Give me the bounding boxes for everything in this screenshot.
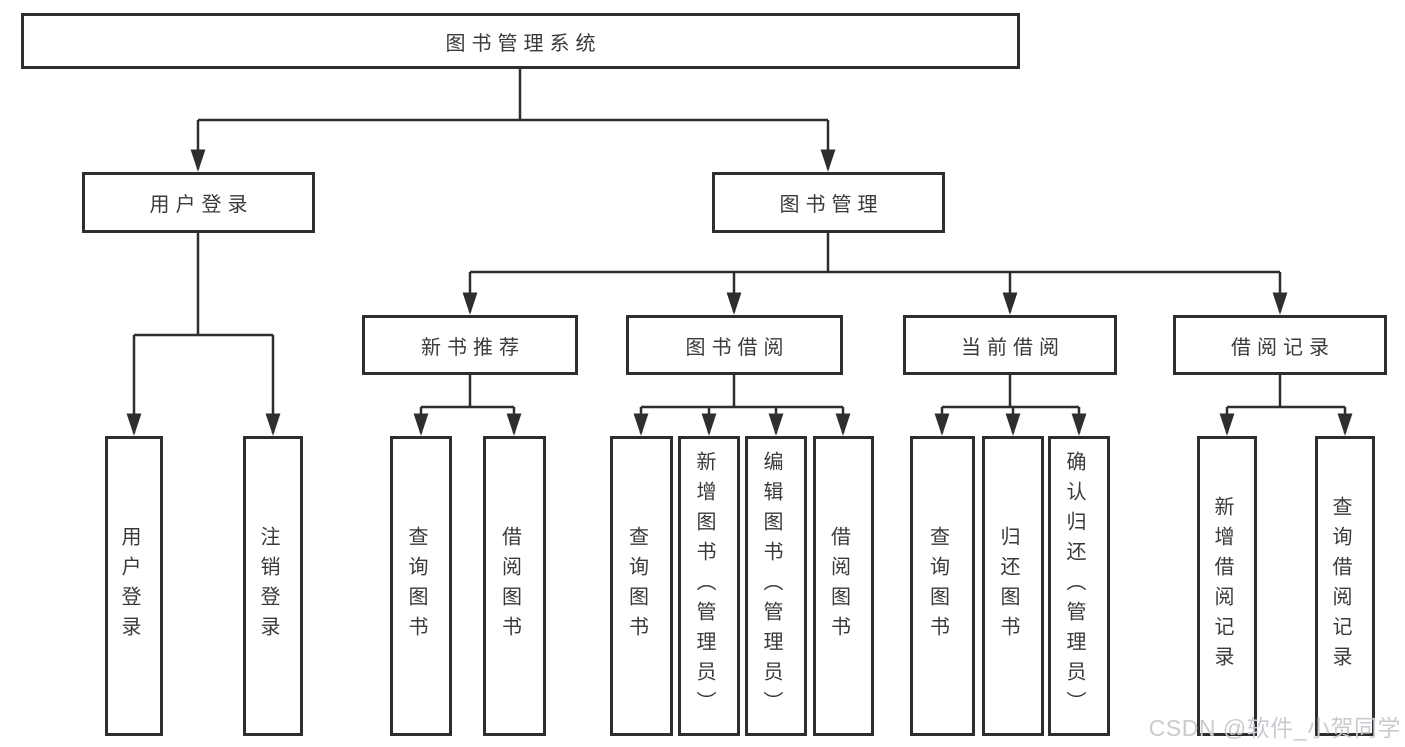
- leaf-label: 注销登录: [257, 526, 279, 646]
- leaf-label: 新增图书（管理员）: [693, 451, 715, 721]
- leaf-confirm-return-admin: 确认归还（管理员）: [1048, 436, 1110, 736]
- leaf-label: 查询借阅记录: [1329, 496, 1351, 676]
- leaf-label: 确认归还（管理员）: [1063, 451, 1085, 721]
- node-book-management: 图书管理: [712, 172, 945, 233]
- node-library-system: 图书管理系统: [21, 13, 1020, 69]
- leaf-label: 查询图书: [926, 526, 949, 646]
- csdn-watermark: CSDN @软件_小贺同学: [1148, 715, 1401, 741]
- leaf-label: 查询图书: [405, 526, 427, 646]
- leaf-query-books-recommend: 查询图书: [390, 436, 452, 736]
- leaf-query-books-borrow: 查询图书: [610, 436, 673, 736]
- leaf-label: 查询图书: [625, 526, 648, 646]
- leaf-label: 编辑图书（管理员）: [760, 451, 782, 721]
- node-user-login: 用户登录: [82, 172, 315, 233]
- leaf-label: 新增借阅记录: [1211, 496, 1233, 676]
- leaf-query-books-current: 查询图书: [910, 436, 975, 736]
- node-new-book-recommend: 新书推荐: [362, 315, 578, 375]
- leaf-label: 用户登录: [118, 526, 140, 646]
- leaf-edit-books-admin: 编辑图书（管理员）: [745, 436, 807, 736]
- node-current-borrow: 当前借阅: [903, 315, 1117, 375]
- leaf-user-login: 用户登录: [105, 436, 163, 736]
- node-book-borrow: 图书借阅: [626, 315, 843, 375]
- leaf-return-books: 归还图书: [982, 436, 1044, 736]
- leaf-label: 借阅图书: [498, 526, 521, 646]
- leaf-add-books-admin: 新增图书（管理员）: [678, 436, 740, 736]
- node-borrow-records: 借阅记录: [1173, 315, 1387, 375]
- leaf-add-borrow-record: 新增借阅记录: [1197, 436, 1257, 736]
- leaf-borrow-books: 借阅图书: [813, 436, 874, 736]
- leaf-borrow-books-recommend: 借阅图书: [483, 436, 546, 736]
- leaf-label: 归还图书: [997, 526, 1019, 646]
- leaf-query-borrow-record: 查询借阅记录: [1315, 436, 1375, 736]
- leaf-label: 借阅图书: [827, 526, 850, 646]
- leaf-logout: 注销登录: [243, 436, 303, 736]
